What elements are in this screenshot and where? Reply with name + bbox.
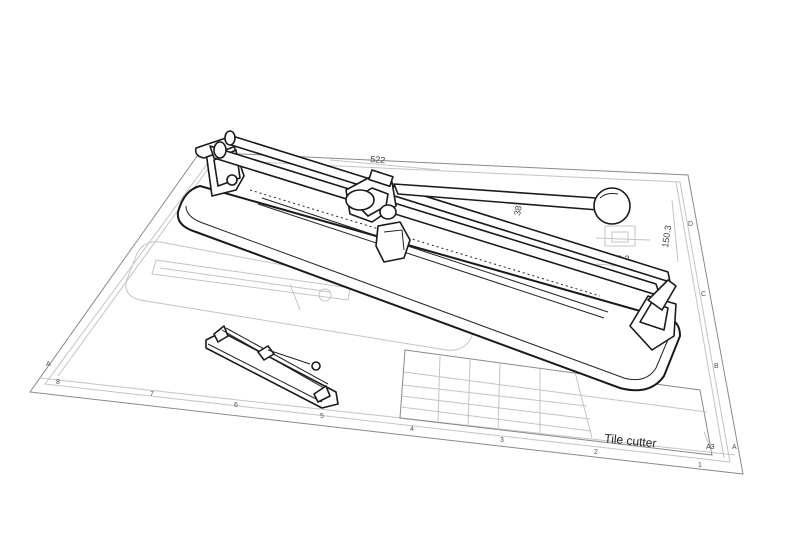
zone-label-4: 4 xyxy=(410,426,414,433)
zone-label-5: 5 xyxy=(320,413,324,420)
drawing-sheet xyxy=(29,151,744,475)
dimension-length: 522 xyxy=(370,154,386,165)
dimension-small: 38 xyxy=(512,205,524,217)
zone-label-a-left: A xyxy=(46,361,51,368)
tile-cutter-main xyxy=(176,130,681,392)
title-block-title: Tile cutter xyxy=(604,431,657,450)
zone-labels: 8 7 6 5 4 3 2 1 A A B C D xyxy=(46,221,737,469)
tile-cutter-small xyxy=(205,325,339,409)
zone-label-a-right: A xyxy=(732,444,737,451)
zone-label-1: 1 xyxy=(698,462,702,469)
zone-label-c: C xyxy=(701,291,706,298)
dimension-height: 150.3 xyxy=(660,225,673,249)
zone-label-6: 6 xyxy=(234,402,238,409)
top-view-outline xyxy=(125,241,481,351)
zone-label-b: B xyxy=(714,363,719,370)
sheet-size-label: A3 xyxy=(706,444,715,451)
zone-label-8: 8 xyxy=(56,379,60,386)
zone-label-3: 3 xyxy=(500,437,504,444)
zone-label-d: D xyxy=(688,221,693,228)
zone-label-2: 2 xyxy=(594,449,598,456)
zone-label-7: 7 xyxy=(150,391,154,398)
